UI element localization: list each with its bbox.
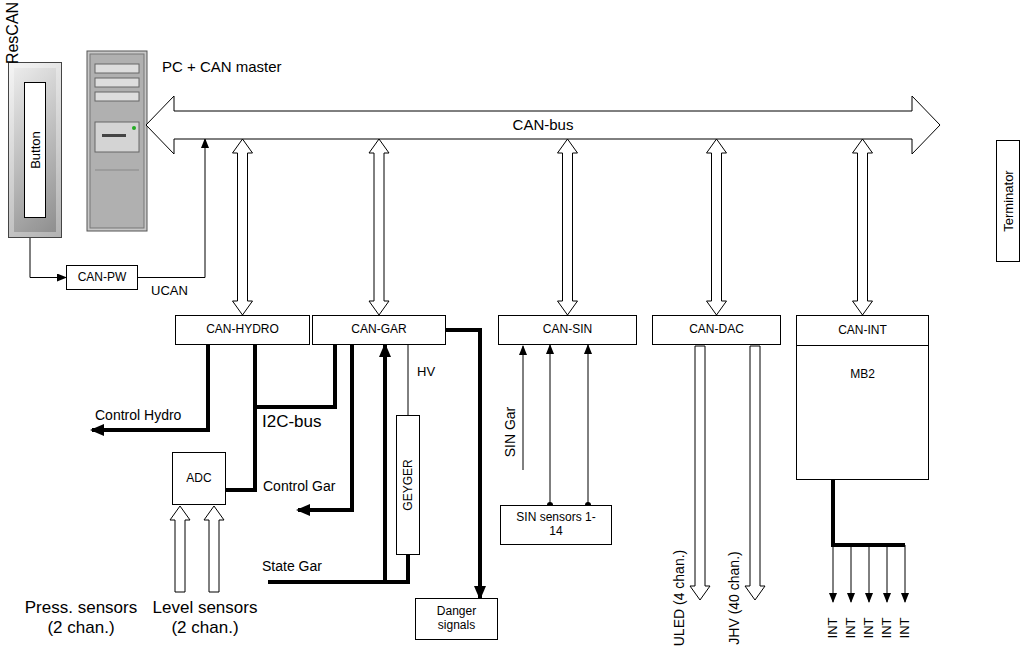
jhv-arrow [745,346,765,600]
sin-gar-wire [523,346,524,470]
level-sensor-arrow [204,506,224,592]
edge-label: UCAN [150,283,189,298]
floppy-bay [95,122,139,152]
int-bus-wire [833,480,905,545]
module-box: CAN-INT MB2 [796,315,929,480]
module-box: CAN-SIN [498,315,637,345]
bus-wire [226,345,255,490]
module-box: CAN-GAR [312,315,446,345]
geiger-box: GEYGER [396,415,420,555]
press-sensor-arrow [170,506,190,592]
panel-line [95,170,139,171]
module-box: CAN-PW [66,265,138,290]
signal-label: INT [844,618,859,639]
bus-wire [226,345,335,490]
bus-tap-arrow [853,139,873,315]
node-label: SIN sensors 1-14 [516,511,596,539]
node-label: CAN-INT [838,324,887,338]
pc-illustration [86,50,148,232]
module-box: CAN-DAC [652,315,781,345]
signal-label: INT [826,618,841,639]
node-label: CAN-GAR [351,323,406,337]
bus-outline [146,96,940,154]
drive-bay [95,64,139,73]
int-output-arrow [887,545,888,602]
can-bus-band: CAN-bus [146,111,940,139]
drive-bay [95,92,139,101]
node-label: GEYGER [401,459,415,510]
signal-wire [550,345,551,505]
signal-wire [138,139,205,278]
control-hydro-wire [92,345,208,430]
int-output-arrow [905,545,906,602]
drive-bay [95,78,139,87]
rescan-housing: ResCANButton [8,62,62,238]
board-section: MB2 [797,345,928,479]
signal-label: Control Hydro [95,407,181,423]
signal-label: INT [880,618,895,639]
node-label: CAN-SIN [543,323,592,337]
node-label: MB2 [850,368,875,382]
bus-tap-arrow [233,139,253,315]
bus-tap-arrow [558,139,578,315]
int-output-arrow [851,545,852,602]
edge-label: HV [416,364,436,379]
node-label: ResCAN [4,2,22,64]
node-label: CAN-bus [513,116,574,133]
signal-label: JHV (40 chan.) [726,551,742,644]
floppy-slot [102,134,126,137]
signal-label: Control Gar [263,478,335,494]
pc-tower: PC + CAN master [86,50,148,232]
signal-label: INT [862,618,877,639]
signal-label: Level sensors (2 chan.) [146,598,264,637]
node-label: ADC [186,472,211,486]
bus-tap-arrow [369,139,389,315]
signal-wire [30,238,66,278]
node-label: Danger signals [422,605,492,633]
signal-label: I2C-bus [262,412,322,432]
signal-label: State Gar [262,558,322,574]
sensor-box: SIN sensors 1-14 [500,505,612,545]
uled-arrow [690,346,710,600]
signal-label: ULED (4 chan.) [671,550,687,646]
node-label: Terminator [1001,170,1016,231]
node-label: CAN-HYDRO [206,323,279,337]
power-led [132,126,136,130]
signal-label: Press. sensors (2 chan.) [20,598,142,637]
int-output-arrow [833,545,834,602]
bus-tap-arrow [707,139,727,315]
terminator-box: Terminator [996,140,1020,262]
node-label: CAN-DAC [689,323,744,337]
button: Button [24,82,46,218]
bus-wire [446,330,480,598]
signal-wire [408,345,409,415]
node-label: Button [28,131,43,169]
node-label: CAN-PW [78,271,127,285]
pc-front [90,54,144,228]
signal-label: INT [898,618,913,639]
adc-box: ADC [172,452,226,505]
int-output-arrow [869,545,870,602]
state-gar-wire [268,580,387,584]
module-box: CAN-HYDRO [175,315,310,345]
signal-box: Danger signals [415,598,498,640]
pc-case [87,51,147,231]
node-label: PC + CAN master [162,58,282,75]
signal-label: SIN Gar [502,407,518,458]
signal-wire [588,345,589,505]
